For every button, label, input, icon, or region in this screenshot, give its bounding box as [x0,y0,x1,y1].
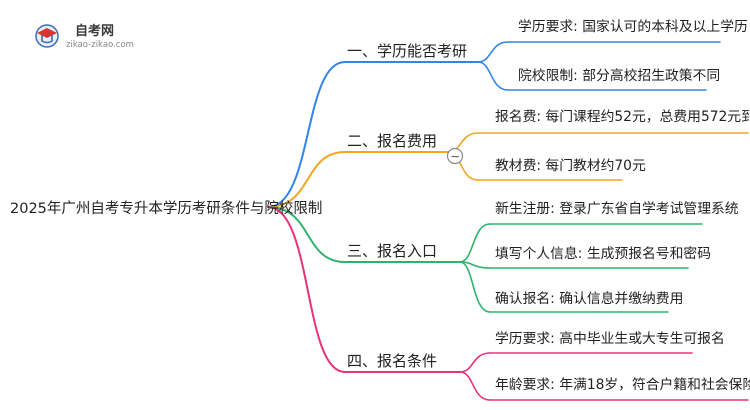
branch-registration-conditions: 四、报名条件 [347,352,437,370]
branch-2-connector [267,151,346,208]
leaf-age-condition: 年龄要求: 年满18岁，符合户籍和社会保险要求 [495,376,750,393]
leaf-school-restriction: 院校限制: 部分高校招生政策不同 [518,67,720,84]
leaf-confirm-registration: 确认报名: 确认信息并缴纳费用 [495,290,683,307]
logo-url: zikao-zikao.com [66,40,134,50]
logo-name: 自考网 [75,23,114,39]
leaf-personal-info: 填写个人信息: 生成预报名号和密码 [495,245,711,262]
leaf-connector [459,223,491,263]
graduation-cap-icon [35,24,59,48]
branch-3-connector [267,206,346,263]
branch-education-eligibility: 一、学历能否考研 [347,42,467,60]
branch-4-connector [267,206,346,373]
leaf-textbook-fee: 教材费: 每门教材约70元 [495,158,646,174]
leaf-connector [477,41,509,63]
leaf-connector [459,352,491,373]
leaf-registration-fee: 报名费: 每门课程约52元，总费用572元到780元 [495,109,750,125]
leaf-new-student-registration: 新生注册: 登录广东省自学考试管理系统 [495,201,739,217]
collapse-minus-icon: − [450,150,460,164]
leaf-education-condition: 学历要求: 高中毕业生或大专生可报名 [495,330,725,347]
collapse-toggle[interactable]: − [446,147,464,165]
leaf-connector [459,371,491,401]
branch-1-connector [267,61,346,208]
branch-registration-fees: 二、报名费用 [347,132,437,150]
leaf-connector [477,61,509,91]
branch-registration-entry: 三、报名入口 [347,242,437,260]
leaf-connector [459,261,491,313]
leaf-education-requirement: 学历要求: 国家认可的本科及以上学历 [518,18,748,35]
root-topic: 2025年广州自考专升本学历考研条件与院校限制 [10,200,322,217]
logo: 自考网 zikao-zikao.com [35,23,134,50]
